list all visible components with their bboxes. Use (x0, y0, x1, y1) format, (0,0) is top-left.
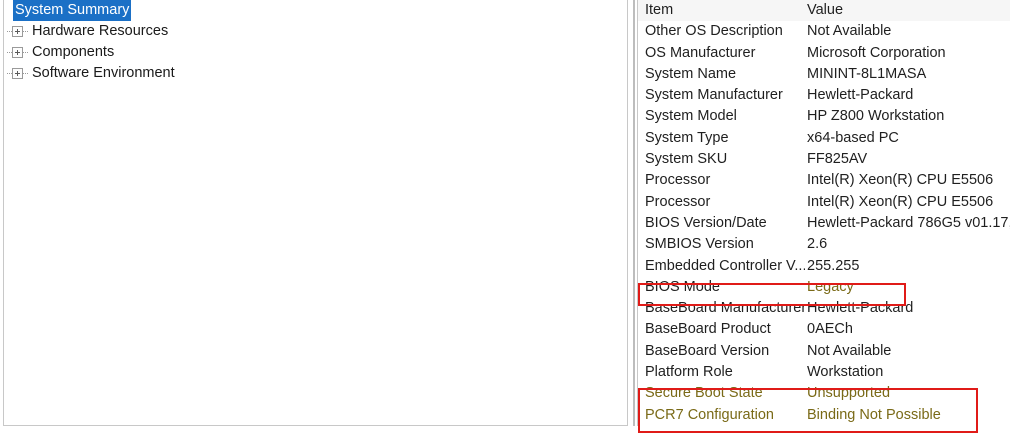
row-item-value: Workstation (807, 364, 884, 381)
row-item-label: Embedded Controller V... (645, 257, 805, 274)
row-item-value: MININT-8L1MASA (807, 65, 927, 82)
row-item-label: SMBIOS Version (645, 236, 754, 253)
table-row[interactable]: BaseBoard Product 0AECh (638, 319, 1010, 340)
row-item-value: Intel(R) Xeon(R) CPU E5506 (807, 193, 994, 210)
table-row[interactable]: SMBIOS Version 2.6 (638, 234, 1010, 255)
row-item-value: Hewlett-Packard (807, 87, 914, 104)
row-item-label: System Name (645, 65, 737, 82)
tree-connector-right (23, 73, 29, 74)
tree-item-hardware-resources[interactable]: Hardware Resources (4, 21, 627, 42)
row-item-label: BaseBoard Product (645, 321, 771, 338)
table-row[interactable]: Processor Intel(R) Xeon(R) CPU E5506 (638, 192, 1010, 213)
row-item-label: Platform Role (645, 364, 733, 381)
row-item-label: BIOS Mode (645, 278, 720, 295)
row-item-value: Hewlett-Packard (807, 300, 914, 317)
table-row-pcr7-configuration[interactable]: PCR7 Configuration Binding Not Possible (638, 405, 1010, 426)
row-item-value: Microsoft Corporation (807, 44, 946, 61)
row-item-value: Intel(R) Xeon(R) CPU E5506 (807, 172, 994, 189)
column-header-value[interactable]: Value (807, 2, 844, 18)
table-row[interactable]: System Name MININT-8L1MASA (638, 64, 1010, 85)
table-row[interactable]: Embedded Controller V... 255.255 (638, 256, 1010, 277)
column-header-item[interactable]: Item (645, 2, 674, 18)
row-item-value: HP Z800 Workstation (807, 108, 945, 125)
row-item-label: Processor (645, 193, 711, 210)
table-row-secure-boot-state[interactable]: Secure Boot State Unsupported (638, 383, 1010, 404)
expand-plus-icon[interactable] (12, 26, 23, 37)
tree-item-label: Components (32, 44, 115, 60)
row-item-value: FF825AV (807, 151, 868, 168)
row-item-label: PCR7 Configuration (645, 406, 774, 423)
table-row[interactable]: System SKU FF825AV (638, 149, 1010, 170)
table-row[interactable]: BaseBoard Manufacturer Hewlett-Packard (638, 298, 1010, 319)
table-row[interactable]: System Type x64-based PC (638, 128, 1010, 149)
row-item-label: System Model (645, 108, 737, 125)
row-item-label: System Type (645, 129, 729, 146)
tree-item-software-environment[interactable]: Software Environment (4, 63, 627, 84)
row-item-label: BaseBoard Version (645, 342, 770, 359)
row-item-label: Other OS Description (645, 23, 783, 40)
expand-plus-icon[interactable] (12, 47, 23, 58)
tree-connector-right (23, 52, 29, 53)
row-item-label: BaseBoard Manufacturer (645, 300, 805, 317)
table-row[interactable]: Platform Role Workstation (638, 362, 1010, 383)
row-item-value: Not Available (807, 342, 892, 359)
row-item-label: System Manufacturer (645, 87, 783, 104)
row-item-value: Not Available (807, 23, 892, 40)
tree-item-label: Software Environment (32, 65, 175, 81)
tree-connector-left (7, 52, 12, 53)
tree-item-label: Hardware Resources (32, 23, 169, 39)
row-item-label: Processor (645, 172, 711, 189)
tree-connector-left (7, 73, 12, 74)
row-item-label: Secure Boot State (645, 385, 763, 402)
table-row[interactable]: BIOS Version/Date Hewlett-Packard 786G5 … (638, 213, 1010, 234)
list-header-row[interactable]: Item Value (638, 0, 1010, 22)
tree-item-components[interactable]: Components (4, 42, 627, 63)
table-row[interactable]: OS Manufacturer Microsoft Corporation (638, 43, 1010, 64)
table-row[interactable]: Other OS Description Not Available (638, 21, 1010, 42)
row-item-label: System SKU (645, 151, 728, 168)
table-row[interactable]: System Model HP Z800 Workstation (638, 106, 1010, 127)
table-row[interactable]: Processor Intel(R) Xeon(R) CPU E5506 (638, 170, 1010, 191)
row-item-value: Hewlett-Packard 786G5 v01.17, 8/ (807, 214, 1010, 231)
row-item-value: Binding Not Possible (807, 406, 941, 423)
row-item-value: Unsupported (807, 385, 891, 402)
row-item-value: x64-based PC (807, 129, 899, 146)
row-item-value: Legacy (807, 278, 854, 295)
row-item-value: 2.6 (807, 236, 828, 253)
pane-splitter[interactable] (630, 0, 637, 426)
tree-item-label: System Summary (13, 0, 132, 21)
details-list-pane[interactable]: Item Value Other OS Description Not Avai… (637, 0, 1010, 426)
row-item-label: OS Manufacturer (645, 44, 756, 61)
tree-connector-left (7, 31, 12, 32)
tree-item-system-summary[interactable]: System Summary (4, 0, 627, 21)
splitter-bar (633, 0, 635, 426)
table-row-bios-mode[interactable]: BIOS Mode Legacy (638, 277, 1010, 298)
table-row[interactable]: System Manufacturer Hewlett-Packard (638, 85, 1010, 106)
table-row[interactable]: BaseBoard Version Not Available (638, 341, 1010, 362)
navigation-tree-pane[interactable]: System Summary Hardware Resources Compon… (3, 0, 628, 426)
row-item-label: BIOS Version/Date (645, 214, 767, 231)
expand-plus-icon[interactable] (12, 68, 23, 79)
row-item-value: 0AECh (807, 321, 853, 338)
row-item-value: 255.255 (807, 257, 860, 274)
tree-connector-right (23, 31, 29, 32)
